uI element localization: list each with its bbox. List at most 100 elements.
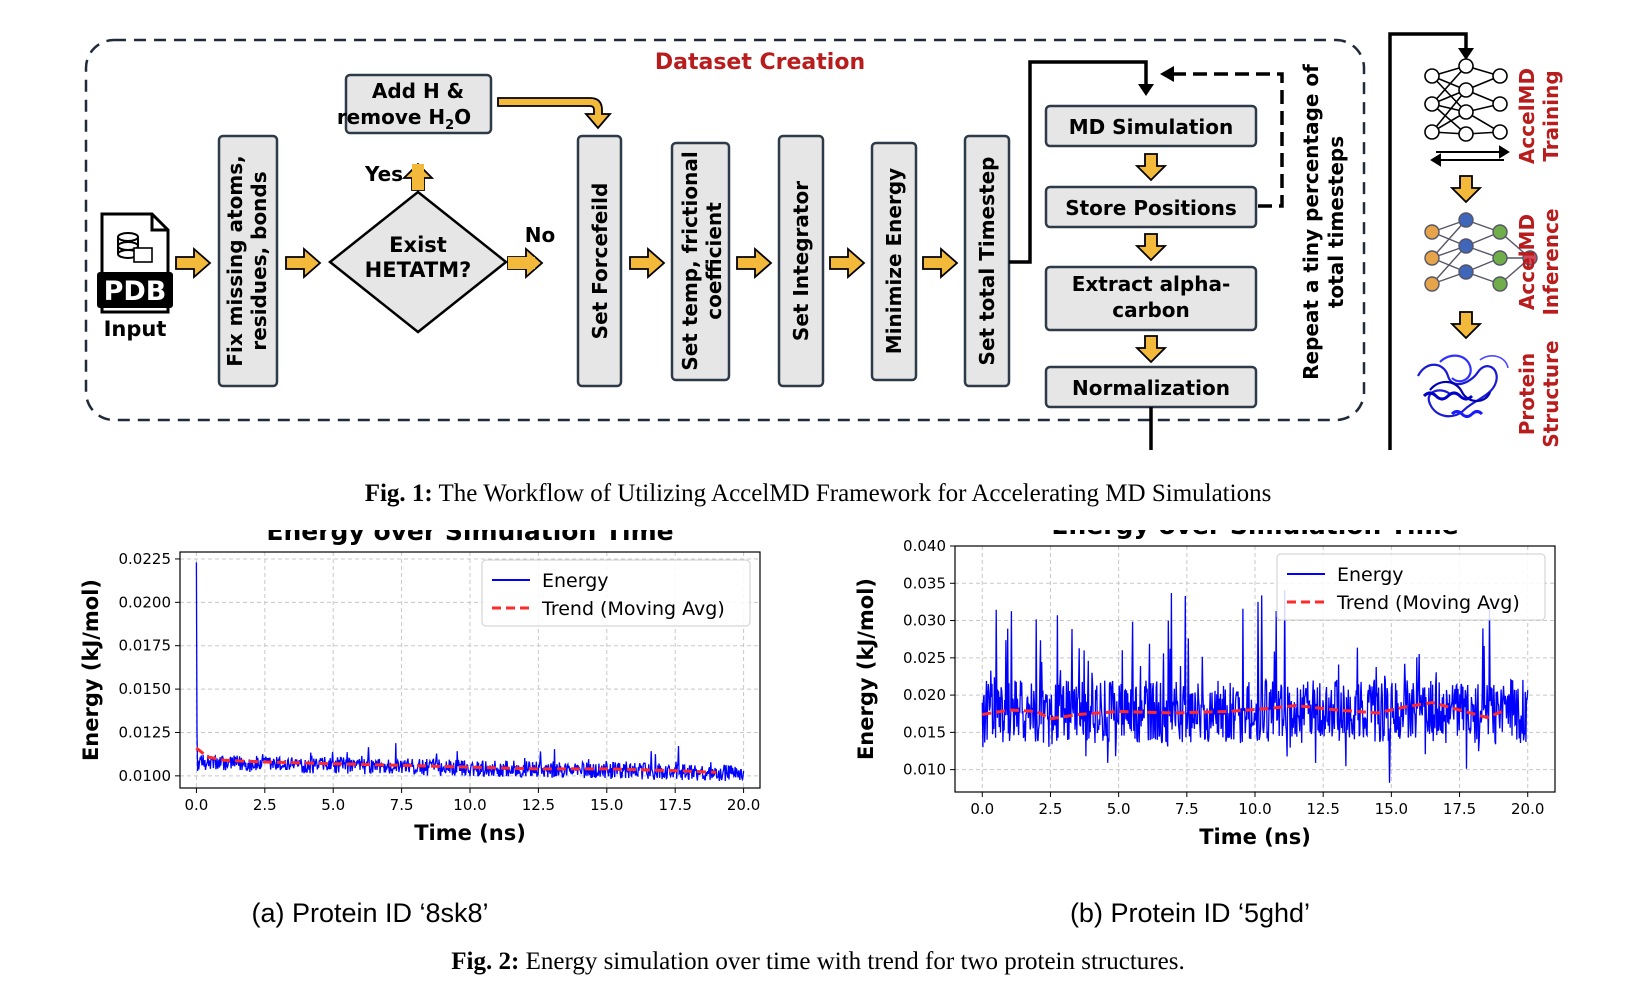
add-h-line2: remove H2O <box>337 105 471 133</box>
y-tick-label: 0.010 <box>903 761 946 779</box>
chart-title: Energy over Simulation Time <box>266 530 673 546</box>
fix-missing-line2: residues, bonds <box>247 171 271 350</box>
yes-label: Yes <box>364 162 403 186</box>
x-tick-label: 10.0 <box>453 796 486 814</box>
energy-series-line <box>981 590 1529 783</box>
hetatm-line2: HETATM? <box>365 258 472 282</box>
x-tick-label: 17.5 <box>1443 800 1476 818</box>
plot-frame <box>179 551 761 789</box>
store-positions-label: Store Positions <box>1065 196 1237 220</box>
set-temp-line2: coefficient <box>702 202 726 320</box>
energy-chart-a: Energy over Simulation Time 0.0 2.5 5.0 7.5 1… <box>79 530 761 845</box>
x-tick-label: 20.0 <box>727 796 760 814</box>
repeat-line1: Repeat a tiny percentage of <box>1299 64 1323 380</box>
svg-text:PDB: PDB <box>104 276 167 307</box>
dataset-creation-border <box>84 38 1366 422</box>
y-tick-label: 0.030 <box>903 612 946 630</box>
x-tick-label: 15.0 <box>590 796 623 814</box>
legend-trend-label: Trend (Moving Avg) <box>541 598 725 620</box>
legend-trend-label: Trend (Moving Avg) <box>1336 592 1520 614</box>
y-tick-label: 0.0225 <box>119 550 172 568</box>
add-h-line1: Add H & <box>372 79 464 103</box>
x-tick-label: 10.0 <box>1238 800 1271 818</box>
hetatm-diamond <box>327 190 509 334</box>
trend-series-line <box>982 700 1507 721</box>
x-tick-label: 20.0 <box>1511 800 1544 818</box>
set-forcefield-label: Set Forcefeild <box>588 183 612 340</box>
extract-alpha-line1: Extract alpha- <box>1072 272 1231 296</box>
add-h-box <box>344 73 493 135</box>
y-tick-label: 0.025 <box>903 649 946 667</box>
y-tick-label: 0.040 <box>903 537 946 555</box>
x-tick-label: 7.5 <box>390 796 414 814</box>
neural-network-icon <box>1424 58 1508 142</box>
y-tick-label: 0.0200 <box>119 593 172 611</box>
x-tick-label: 15.0 <box>1375 800 1408 818</box>
chart-title: Energy over Simulation Time <box>1051 530 1458 540</box>
structure-line1: Protein <box>1515 353 1539 435</box>
y-tick-label: 0.0175 <box>119 637 172 655</box>
store-positions-box <box>1044 185 1258 229</box>
inference-line1: AccelMD <box>1515 214 1539 310</box>
set-integrator-box <box>777 134 825 388</box>
hetatm-line1: Exist <box>389 233 447 257</box>
x-axis-label: Time (ns) <box>414 821 526 845</box>
protein-structure-icon <box>1417 354 1509 418</box>
x-tick-label: 12.5 <box>1306 800 1339 818</box>
no-label: No <box>525 223 555 247</box>
y-tick-label: 0.0100 <box>119 767 172 785</box>
x-tick-label: 12.5 <box>522 796 555 814</box>
fix-missing-line1: Fix missing atoms, <box>223 155 247 366</box>
minimize-energy-label: Minimize Energy <box>882 168 906 354</box>
x-tick-label: 0.0 <box>184 796 208 814</box>
md-simulation-label: MD Simulation <box>1069 115 1234 139</box>
x-tick-label: 2.5 <box>253 796 277 814</box>
x-tick-label: 2.5 <box>1039 800 1063 818</box>
inference-line2: Inference <box>1539 208 1563 315</box>
legend-box <box>1276 553 1546 621</box>
set-timestep-label: Set total Timestep <box>975 157 999 366</box>
inference-network-icon <box>1424 212 1538 292</box>
x-tick-label: 5.0 <box>321 796 345 814</box>
x-tick-label: 0.0 <box>970 800 994 818</box>
y-tick-label: 0.0125 <box>119 723 172 741</box>
set-forcefield-box <box>576 134 623 388</box>
set-temp-box <box>670 141 731 382</box>
md-simulation-box <box>1044 104 1258 148</box>
set-integrator-label: Set Integrator <box>789 181 813 341</box>
pdb-file-icon: PDB <box>97 212 173 314</box>
y-tick-label: 0.015 <box>903 723 946 741</box>
x-axis-label: Time (ns) <box>1199 825 1311 849</box>
minimize-energy-box <box>870 141 918 382</box>
training-line1: AccelMD <box>1515 68 1539 164</box>
x-tick-label: 5.0 <box>1107 800 1131 818</box>
dataset-creation-title: Dataset Creation <box>655 50 865 75</box>
figure2-caption: Fig. 2: Energy simulation over time with… <box>451 948 1185 975</box>
figure1-caption: Fig. 1: The Workflow of Utilizing AccelM… <box>364 480 1272 507</box>
extract-alpha-box <box>1044 265 1258 332</box>
structure-line2: Structure <box>1539 340 1563 447</box>
extract-alpha-line2: carbon <box>1112 298 1190 322</box>
y-axis-label: Energy (kJ/mol) <box>854 578 878 760</box>
legend-box <box>481 559 751 627</box>
bidirectional-arrow-icon <box>1430 145 1510 167</box>
x-tick-label: 7.5 <box>1175 800 1199 818</box>
repeat-loop-dashed <box>1170 72 1284 208</box>
set-temp-line1: Set temp, frictional <box>678 151 702 370</box>
normalization-label: Normalization <box>1072 376 1230 400</box>
normalization-to-training-connector <box>1149 32 1468 450</box>
trend-series-line <box>195 746 717 774</box>
subcaption-a: (a) Protein ID ‘8sk8’ <box>251 898 489 928</box>
legend-energy-label: Energy <box>1337 564 1404 586</box>
energy-series-line <box>195 562 745 782</box>
training-line2: Training <box>1539 70 1563 161</box>
x-tick-label: 17.5 <box>658 796 691 814</box>
y-axis-label: Energy (kJ/mol) <box>79 579 103 761</box>
workflow-diagram: Dataset Creation PDB Input Fix missing a… <box>84 32 1563 450</box>
y-tick-label: 0.035 <box>903 574 946 592</box>
legend-energy-label: Energy <box>542 570 609 592</box>
subcaption-b: (b) Protein ID ‘5ghd’ <box>1069 898 1311 928</box>
timestep-to-md-connector <box>1009 60 1148 264</box>
plot-frame <box>954 545 1556 793</box>
addh-to-forcefield-arrow <box>497 97 612 130</box>
